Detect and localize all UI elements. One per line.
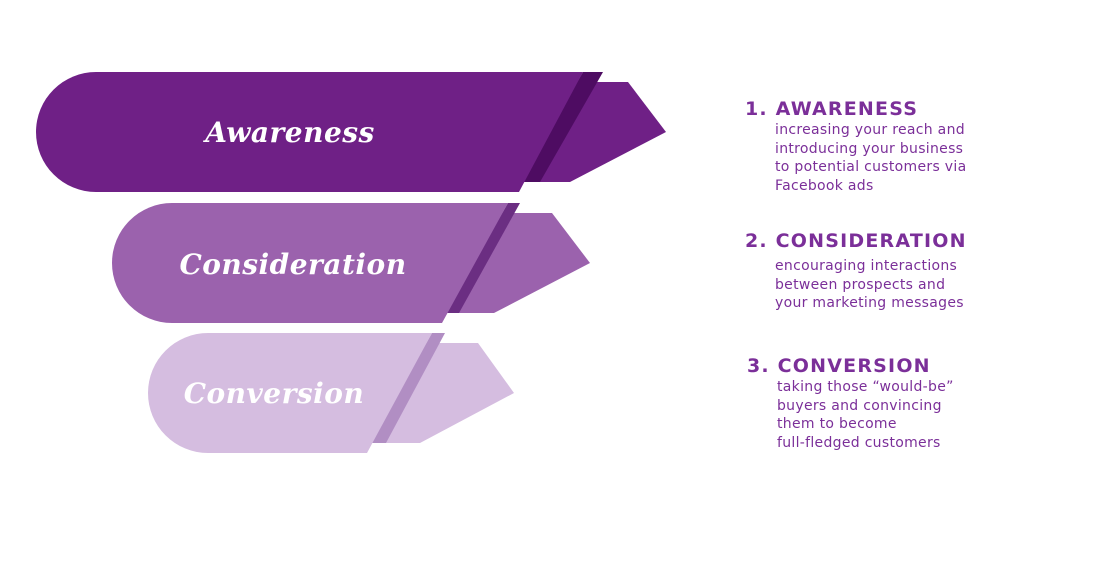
awareness-slash <box>520 72 603 182</box>
funnel-stage-conversion: Conversion <box>148 333 514 453</box>
awareness-title: 1. AWARENESS <box>745 98 919 120</box>
conversion-description-line: buyers and convincing <box>777 397 942 414</box>
conversion-description-line: taking those “would-be” <box>777 379 954 395</box>
awareness-description-line: increasing your reach and <box>775 122 965 138</box>
consideration-slash <box>445 203 520 313</box>
conversion-description: taking those “would-be” buyers and convi… <box>747 378 954 452</box>
awareness-description-line: to potential customers via <box>775 159 967 175</box>
conversion-band <box>148 333 432 453</box>
awareness-label: Awareness <box>202 116 375 149</box>
funnel-stage-consideration: Consideration <box>112 203 590 323</box>
conversion-description-block: 3. CONVERSION taking those “would-be” bu… <box>747 354 954 452</box>
conversion-description-line: full-fledged customers <box>777 434 941 451</box>
funnel-stage-awareness: Awareness <box>36 72 666 192</box>
conversion-label: Conversion <box>184 377 365 410</box>
conversion-title: 3. CONVERSION <box>747 355 931 377</box>
consideration-description-line: encouraging interactions <box>775 258 958 274</box>
consideration-label: Consideration <box>179 248 406 281</box>
awareness-description-line: introducing your business <box>775 140 964 157</box>
consideration-description-line: between prospects and <box>775 276 946 293</box>
awareness-description-block: 1. AWARENESS increasing your reach and i… <box>745 97 966 195</box>
consideration-description: encouraging interactions between prospec… <box>745 257 967 313</box>
conversion-description-line: them to become <box>777 416 897 432</box>
conversion-slash <box>370 333 445 443</box>
awareness-band <box>36 72 583 192</box>
awareness-description-line: Facebook ads <box>775 177 874 194</box>
consideration-title: 2. CONSIDERATION <box>745 230 967 252</box>
consideration-band <box>112 203 508 323</box>
consideration-description-line: your marketing messages <box>775 295 964 311</box>
awareness-description: increasing your reach and introducing yo… <box>745 121 966 195</box>
consideration-description-block: 2. CONSIDERATION encouraging interaction… <box>745 229 967 313</box>
